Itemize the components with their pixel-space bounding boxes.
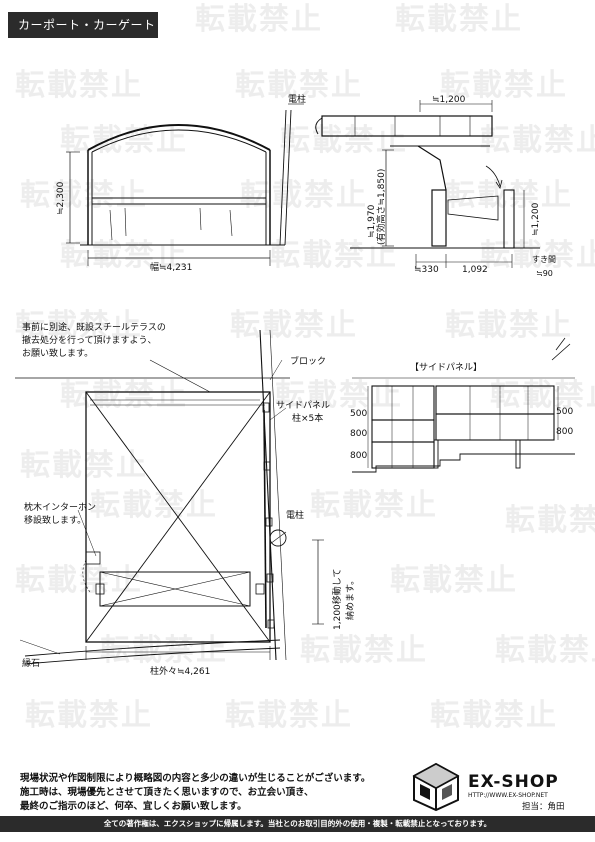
logo-wordmark: EX-SHOP: [468, 772, 559, 792]
side-panel-title: 【サイドパネル】: [410, 362, 482, 373]
removal-note-line: 撤去処分を行って頂けますよう、: [22, 336, 157, 346]
front-height-label: ≒2,300: [56, 181, 66, 215]
front-elevation: [66, 103, 304, 266]
copyright-bar: 全ての著作権は、エクスショップに帰属します。当社とのお取引目的外の使用・複製・転…: [0, 816, 595, 832]
section-left-label: ≒330: [414, 265, 439, 275]
person-in-charge: 担当：角田: [522, 802, 565, 812]
plan-side-panel-note-2: 柱×5本: [292, 412, 323, 424]
removal-note-line: 事前に別途、既設スチールテラスの: [22, 323, 166, 333]
section-top-label: ≒1,200: [432, 95, 466, 105]
front-post-label: 電柱: [288, 93, 306, 105]
side-panel-left-dim: 800: [350, 451, 367, 461]
interphone-note-line: 移設致します。: [24, 516, 87, 526]
side-panel-left-dim: 500: [350, 409, 367, 419]
footer-note-line: 現場状況や作図制限により概略図の内容と多少の違いが生じることがございます。: [20, 773, 371, 784]
plan-block-label: ブロック: [290, 355, 326, 367]
side-panel-right-dim: 500: [556, 407, 573, 417]
plan-move-note-1: 1,200移動して: [331, 569, 343, 631]
page-title: カーポート・カーゲート: [8, 12, 158, 38]
footer-note-line: 最終のご指示のほど、何卒、宜しくお願い致します。: [20, 801, 247, 812]
side-panel-left-dim: 800: [350, 429, 367, 439]
plan-post-label: 電柱: [286, 509, 304, 521]
side-section: [315, 100, 540, 268]
removal-note-line: お願い致します。: [22, 349, 94, 359]
footer-notes: 現場状況や作図制限により概略図の内容と多少の違いが生じることがございます。 施工…: [20, 772, 370, 814]
removal-note: 事前に別途、既設スチールテラスの 撤去処分を行って頂けますよう、 お願い致します…: [22, 322, 166, 361]
plan-move-note-2: 納めます。: [344, 576, 356, 620]
side-panel-right-dim: 800: [556, 427, 573, 437]
logo-url: HTTP://WWW.EX-SHOP.NET: [468, 792, 548, 799]
section-height-label: ≒1,970: [367, 204, 377, 238]
section-depth-label: 1,092: [462, 265, 488, 275]
plan-curb-label: 縁石: [22, 657, 40, 669]
section-gap-label: すき間: [532, 255, 556, 264]
front-width-label: 幅≒4,231: [150, 261, 192, 273]
cube-logo-icon: [412, 762, 460, 812]
plan-side-panel-note-1: サイドパネル: [276, 400, 330, 411]
side-panel-elevation: [352, 337, 575, 473]
section-panel-height-label: ≒1,200: [531, 202, 541, 236]
exshop-logo: EX-SHOP HTTP://WWW.EX-SHOP.NET: [410, 760, 590, 812]
interphone-note-line: 枕木インターホン: [24, 503, 97, 513]
footer-note-line: 施工時は、現場優先とさせて頂きたく思いますので、お立会い頂き、: [20, 787, 314, 798]
section-gap-value: ≒90: [536, 269, 553, 278]
interphone-note: 枕木インターホン 移設致します。: [24, 502, 96, 528]
section-effective-label: (有効高さ≒1,850): [375, 169, 387, 245]
plan-view: [15, 329, 324, 665]
plan-width-label: 柱外々≒4,261: [150, 665, 210, 677]
